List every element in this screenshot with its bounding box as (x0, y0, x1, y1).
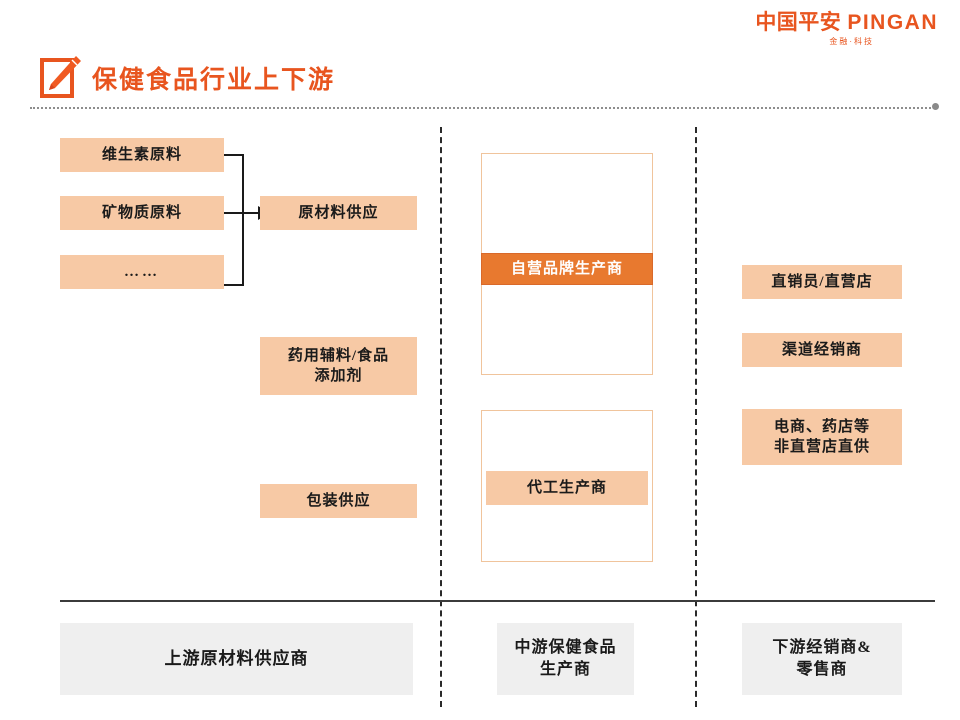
downstream-ecommerce-label: 电商、药店等 非直营店直供 (774, 417, 870, 458)
header-rule-end-dot (932, 103, 939, 110)
upstream-raw-material-supply-label: 原材料供应 (298, 204, 379, 221)
upstream-excipients-box[interactable]: 药用辅料/食品 添加剂 (260, 337, 417, 395)
downstream-ecommerce-line-1: 电商、药店等 (773, 418, 870, 435)
footer-midstream-label-box: 中游保健食品 生产商 (497, 623, 634, 695)
upstream-excipients-label: 药用辅料/食品 添加剂 (288, 346, 389, 387)
footer-downstream-label-box: 下游经销商& 零售商 (742, 623, 902, 695)
header-dotted-rule (30, 107, 935, 111)
footer-downstream-line-1: 下游经销商& (772, 639, 872, 657)
downstream-channel-dealer-label: 渠道经销商 (781, 341, 862, 358)
downstream-ecommerce-line-2: 非直营店直供 (773, 439, 870, 455)
footer-downstream-label: 下游经销商& 零售商 (772, 637, 871, 680)
downstream-direct-sales-box[interactable]: 直销员/直营店 (742, 265, 902, 299)
midstream-own-brand-label: 自营品牌生产商 (510, 260, 623, 277)
upstream-packaging-box[interactable]: 包装供应 (260, 484, 417, 518)
upstream-excipients-line-2: 添加剂 (314, 368, 363, 384)
upstream-source-box-3[interactable]: …… (60, 255, 224, 289)
upstream-raw-material-supply-box[interactable]: 原材料供应 (260, 196, 417, 230)
footer-upstream-label: 上游原材料供应商 (164, 648, 309, 668)
footer-upstream-label-box: 上游原材料供应商 (60, 623, 413, 695)
footer-midstream-line-2: 生产商 (539, 661, 591, 678)
upstream-source-label-2: 矿物质原料 (101, 204, 182, 221)
upstream-source-label-1: 维生素原料 (101, 146, 182, 163)
downstream-direct-sales-label: 直销员/直营店 (771, 273, 873, 290)
logo-chinese: 中国平安 (755, 11, 842, 34)
downstream-ecommerce-box[interactable]: 电商、药店等 非直营店直供 (742, 409, 902, 465)
footer-midstream-label: 中游保健食品 生产商 (514, 637, 616, 680)
upstream-source-box-1[interactable]: 维生素原料 (60, 138, 224, 172)
footer-midstream-line-1: 中游保健食品 (514, 639, 617, 657)
footer-separator-rule (60, 600, 935, 602)
logo-tagline: 金融·科技 (829, 37, 874, 46)
upstream-packaging-label: 包装供应 (306, 492, 371, 509)
logo-english: PINGAN (847, 11, 938, 34)
column-divider-upstream-midstream (440, 127, 442, 707)
midstream-own-brand-box[interactable]: 自营品牌生产商 (481, 253, 653, 285)
page-title: 保健食品行业上下游 (92, 67, 336, 94)
icon-pencil-glyph (49, 56, 81, 90)
downstream-channel-dealer-box[interactable]: 渠道经销商 (742, 333, 902, 367)
upstream-source-box-2[interactable]: 矿物质原料 (60, 196, 224, 230)
column-divider-midstream-downstream (695, 127, 697, 707)
footer-downstream-line-2: 零售商 (796, 661, 848, 678)
upstream-source-label-3: …… (124, 263, 160, 280)
midstream-oem-box[interactable]: 代工生产商 (486, 471, 648, 505)
midstream-oem-label: 代工生产商 (526, 479, 607, 496)
pencil-square-icon (38, 54, 84, 104)
upstream-excipients-line-1: 药用辅料/食品 (287, 347, 390, 364)
